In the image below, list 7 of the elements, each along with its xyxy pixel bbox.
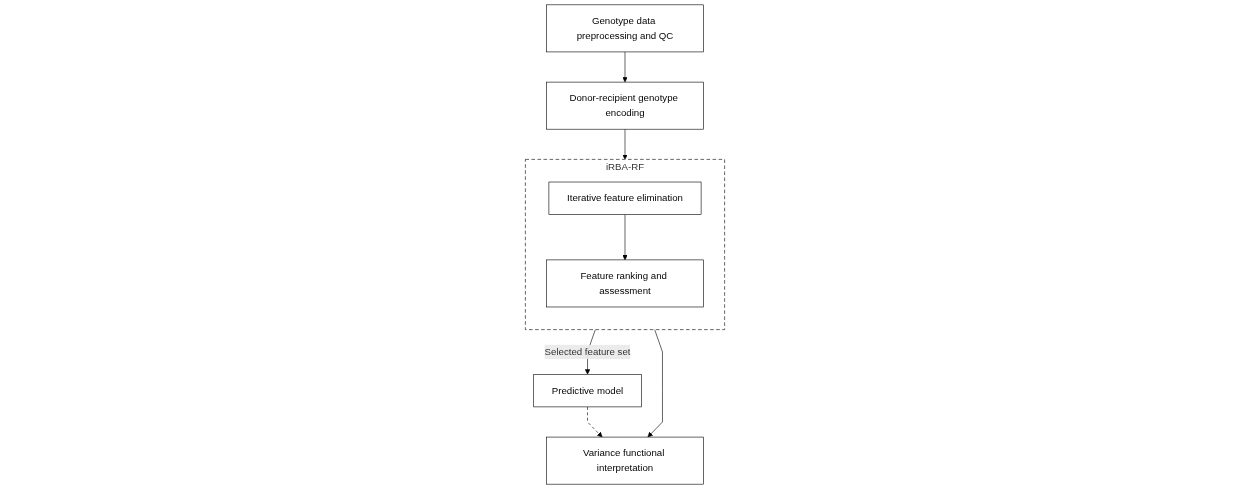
edge-label: Selected feature set bbox=[544, 346, 630, 357]
node-box: Donor-recipient genotype encoding bbox=[545, 81, 704, 130]
node-box: Genotype data preprocessing and QC bbox=[545, 4, 704, 53]
node-box: Feature ranking and assessment bbox=[545, 259, 704, 308]
node-box: Iterative feature elimination bbox=[548, 181, 701, 215]
node-box: Predictive model bbox=[532, 374, 642, 408]
node-box: Variance functional interpretation bbox=[545, 436, 704, 485]
